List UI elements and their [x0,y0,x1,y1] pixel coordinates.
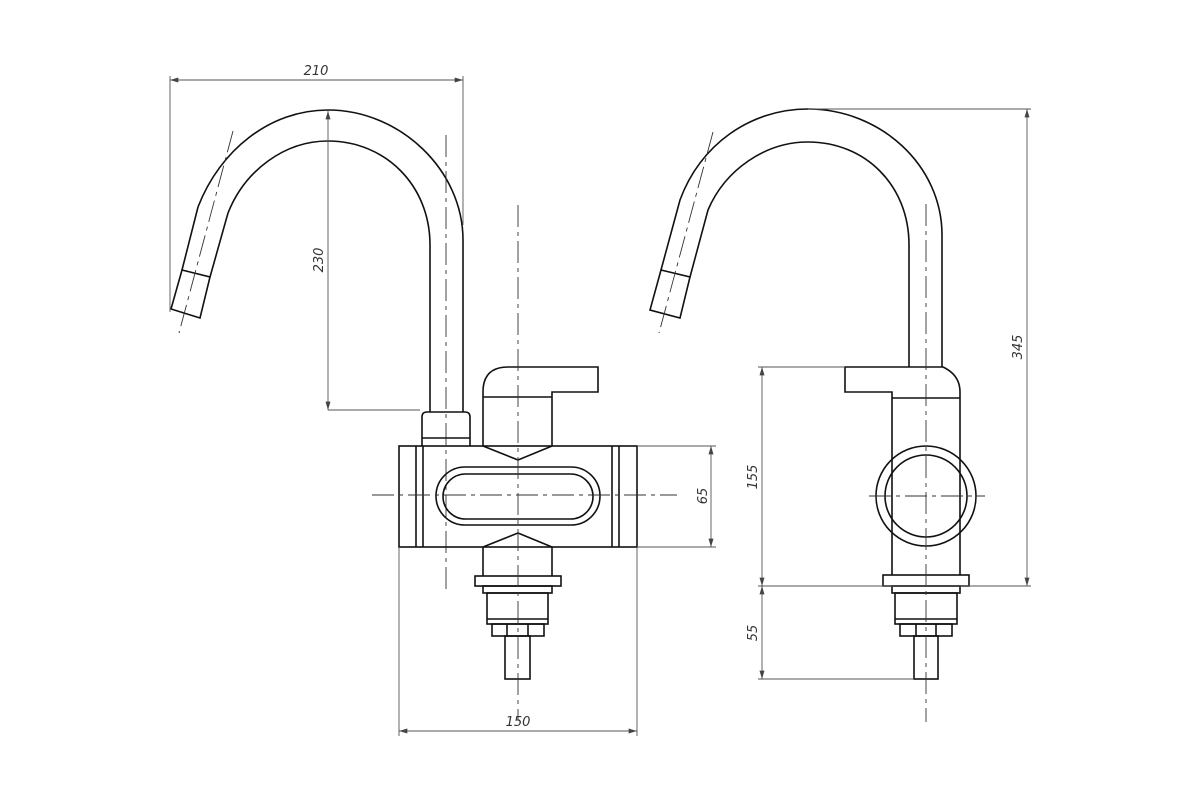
dimension-150: 150 [398,547,638,736]
dimension-65: 65 [637,445,716,548]
spout [170,109,464,590]
dimension-label: 230 [312,248,327,273]
dimension-230: 230 [312,111,420,411]
spout [649,108,943,367]
dimension-label: 65 [696,488,711,505]
aerator-tip [170,269,211,320]
lever-handle [482,366,599,446]
dimension-210: 210 [169,64,464,312]
lever-and-body [844,366,977,575]
dimension-55: 55 [746,585,914,680]
side-view: 345 155 55 [649,108,1031,722]
aerator-tip [649,269,691,319]
dimension-label: 345 [1011,335,1026,360]
dimension-label: 210 [304,64,329,79]
front-view: 210 230 65 150 [169,64,716,736]
dimension-label: 155 [746,465,761,490]
dimension-345: 345 [808,108,1031,587]
spout-nut [421,411,471,446]
dimension-label: 150 [506,715,531,730]
dimension-label: 55 [746,625,761,642]
dimension-155: 155 [746,366,1031,587]
